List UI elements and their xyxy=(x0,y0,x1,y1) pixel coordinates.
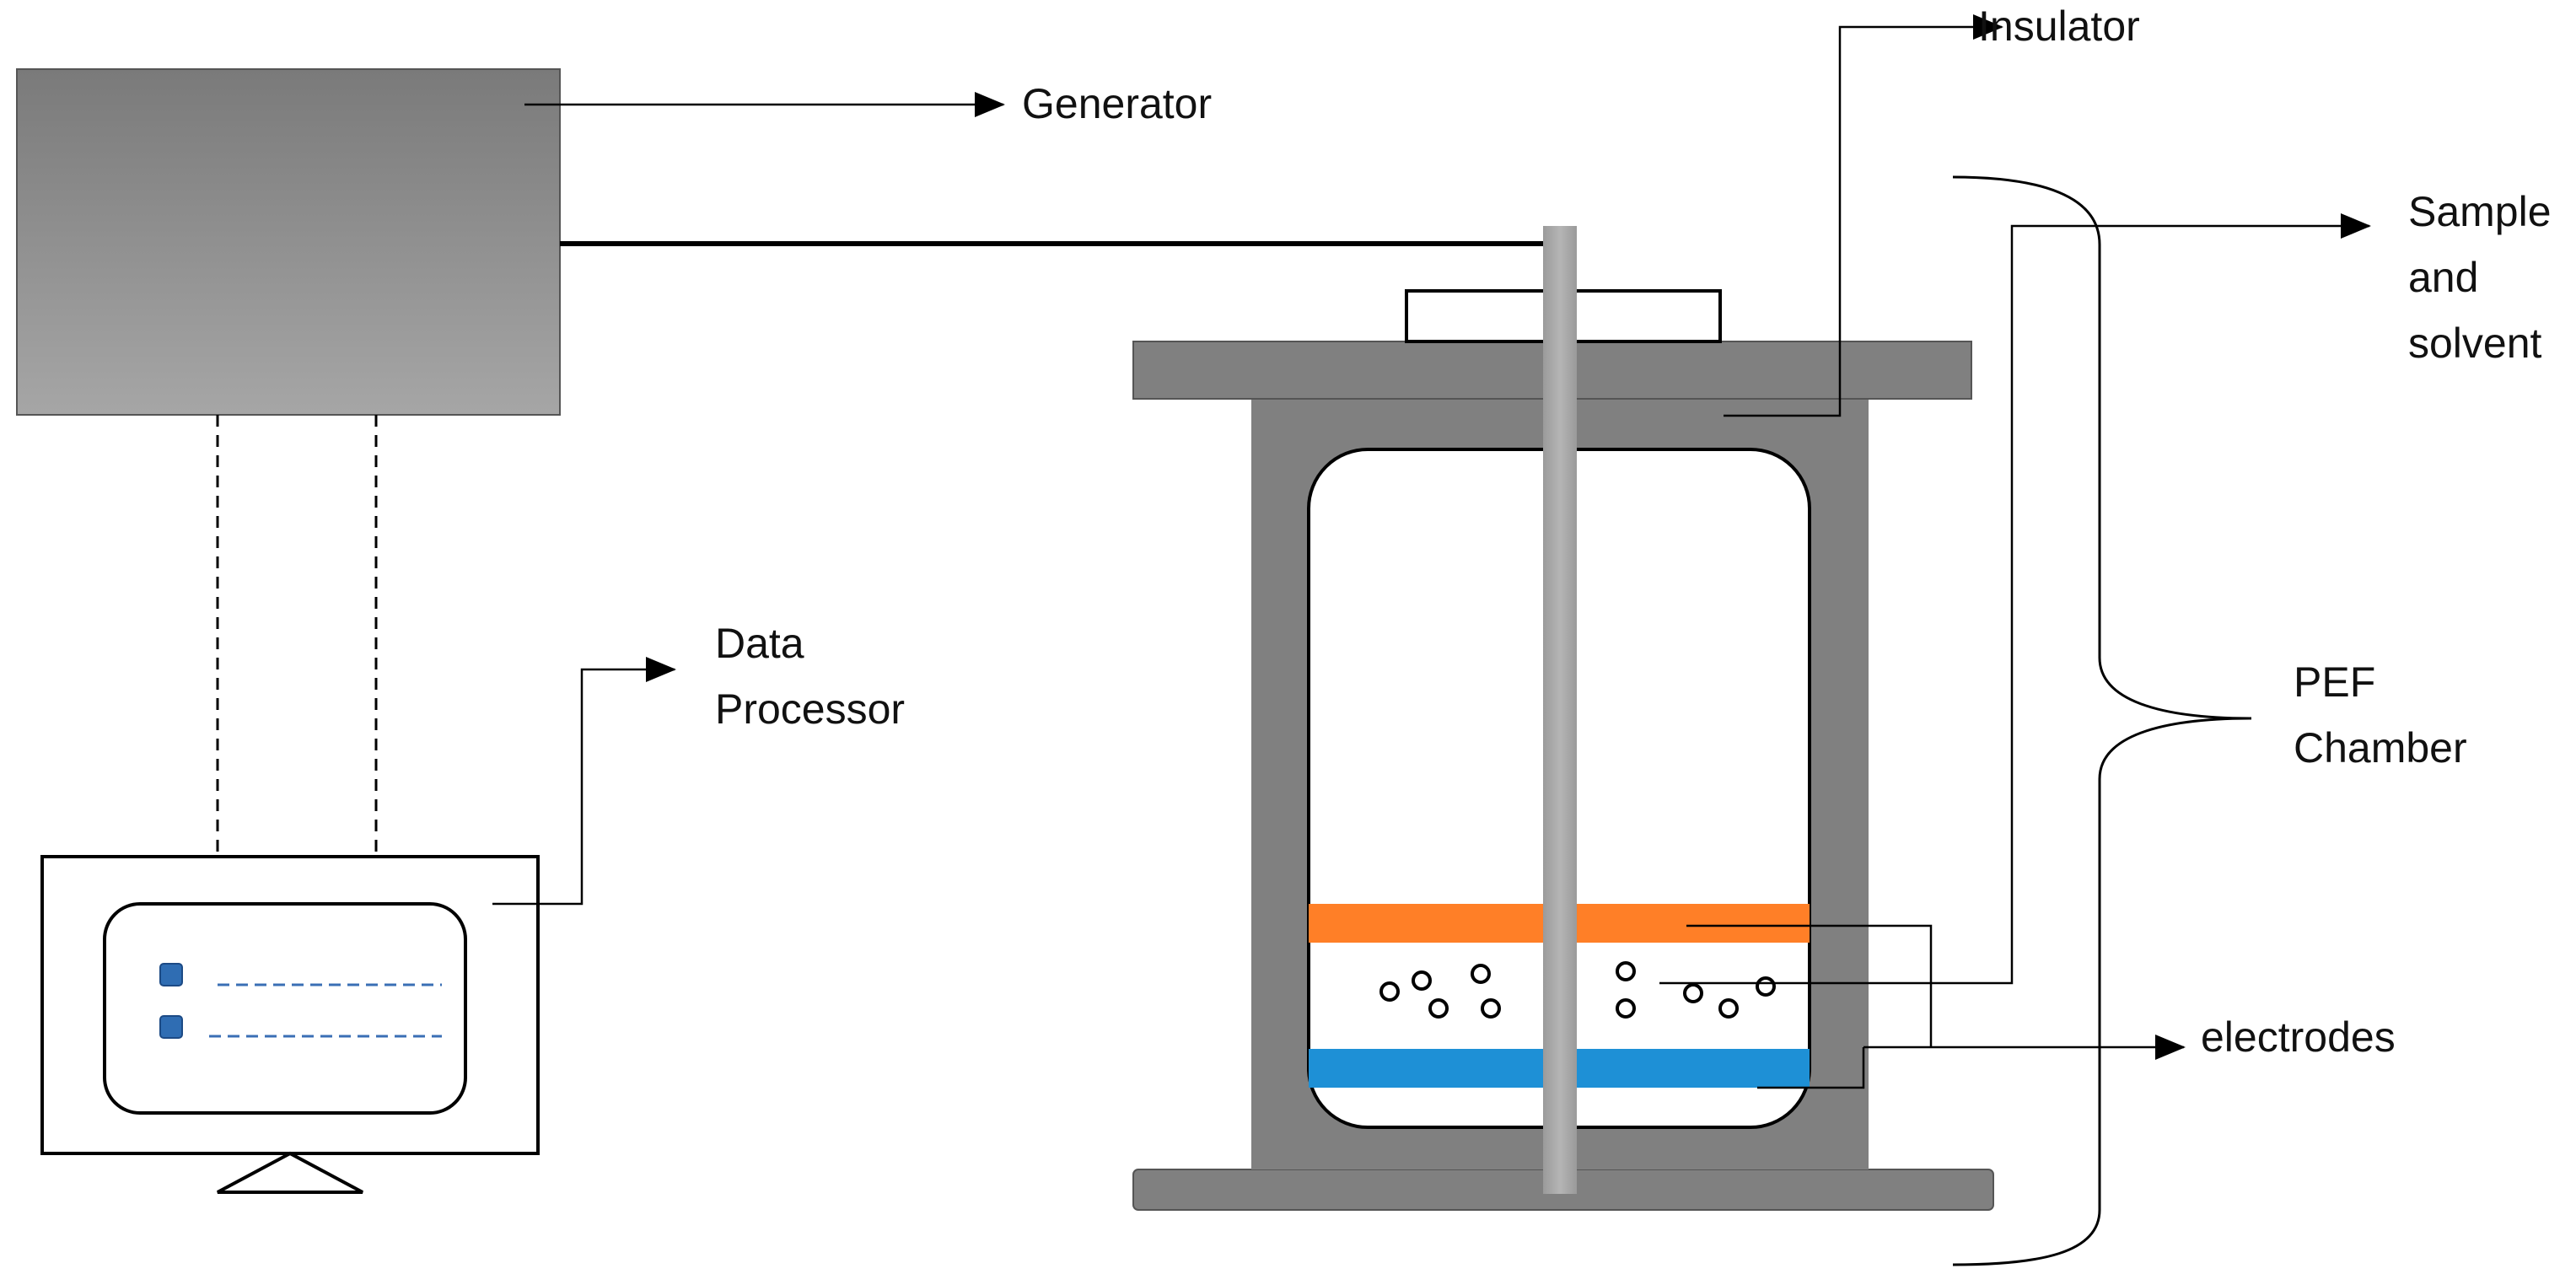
generator-box xyxy=(16,68,561,416)
sample-label-line2: and xyxy=(2408,254,2478,301)
electrode-rod xyxy=(1543,226,1577,1194)
data-processor-label-line2: Processor xyxy=(715,685,905,733)
data-processor-label-line1: Data xyxy=(715,620,804,667)
electrode-top-leader xyxy=(1686,924,1933,1047)
electrodes-label: electrodes xyxy=(2201,1013,2396,1061)
pef-chamber-label-line1: PEF xyxy=(2294,659,2375,706)
pef-chamber-label-line2: Chamber xyxy=(2294,724,2467,771)
bubble-icon xyxy=(1379,961,1776,1019)
sample-label-line1: Sample xyxy=(2408,188,2552,235)
curly-brace-icon xyxy=(1952,175,2252,1266)
monitor-icon xyxy=(40,855,540,1194)
generator-label: Generator xyxy=(1022,80,1212,127)
data-processor-leader xyxy=(492,657,676,906)
insulator-leader xyxy=(1724,14,2003,417)
sample-leader xyxy=(1659,213,2371,985)
sample-label-line3: solvent xyxy=(2408,320,2542,367)
insulator-label: Insulator xyxy=(1978,3,2140,50)
electrode-bottom-leader xyxy=(1757,1047,1865,1089)
